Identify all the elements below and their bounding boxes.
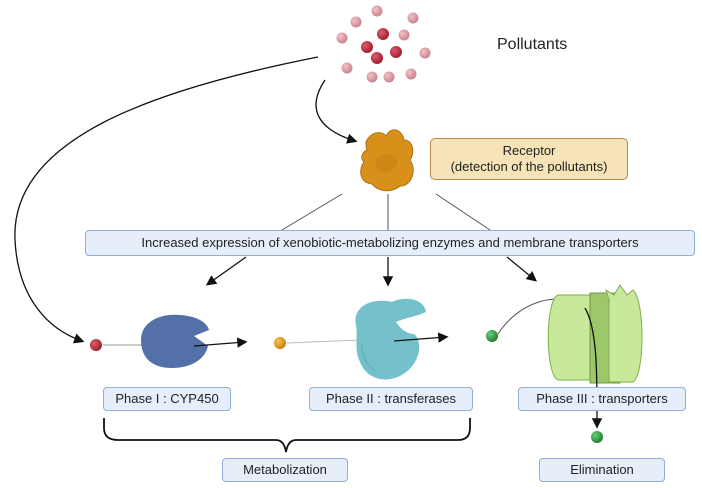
- arrow-to-phase1: [14, 56, 319, 344]
- arrow-to-cyp450: [205, 256, 247, 286]
- pollutants-label: Pollutants: [497, 36, 568, 53]
- receptor-subtitle: (detection of the pollutants): [450, 159, 608, 174]
- phase1-label: Phase I : CYP450: [103, 387, 231, 411]
- pollutant-molecule: [90, 339, 102, 351]
- elimination-label: Elimination: [539, 458, 665, 482]
- metabolization-bracket: [103, 418, 471, 453]
- phase2-metabolite: [486, 330, 498, 342]
- arrow-to-receptor: [315, 79, 358, 144]
- receptor-icon: [360, 129, 414, 192]
- transferase-enzyme-icon: [355, 298, 426, 380]
- eliminated-metabolite: [591, 431, 603, 443]
- phase1-metabolite: [274, 337, 286, 349]
- arrow-phase1-out: [193, 337, 248, 348]
- phase2-label: Phase II : transferases: [309, 387, 473, 411]
- arrow-phase2-out: [393, 332, 449, 343]
- transporter-icon: [547, 284, 643, 384]
- cyp450-enzyme-icon: [141, 314, 209, 368]
- pollutant-cloud: [336, 5, 431, 83]
- metabolization-label: Metabolization: [222, 458, 348, 482]
- expression-box: Increased expression of xenobiotic-metab…: [85, 230, 695, 256]
- arrow-to-transporter: [506, 256, 538, 282]
- receptor-title: Receptor: [502, 143, 556, 158]
- receptor-label-box: Receptor (detection of the pollutants): [430, 138, 628, 180]
- phase3-label: Phase III : transporters: [518, 387, 686, 411]
